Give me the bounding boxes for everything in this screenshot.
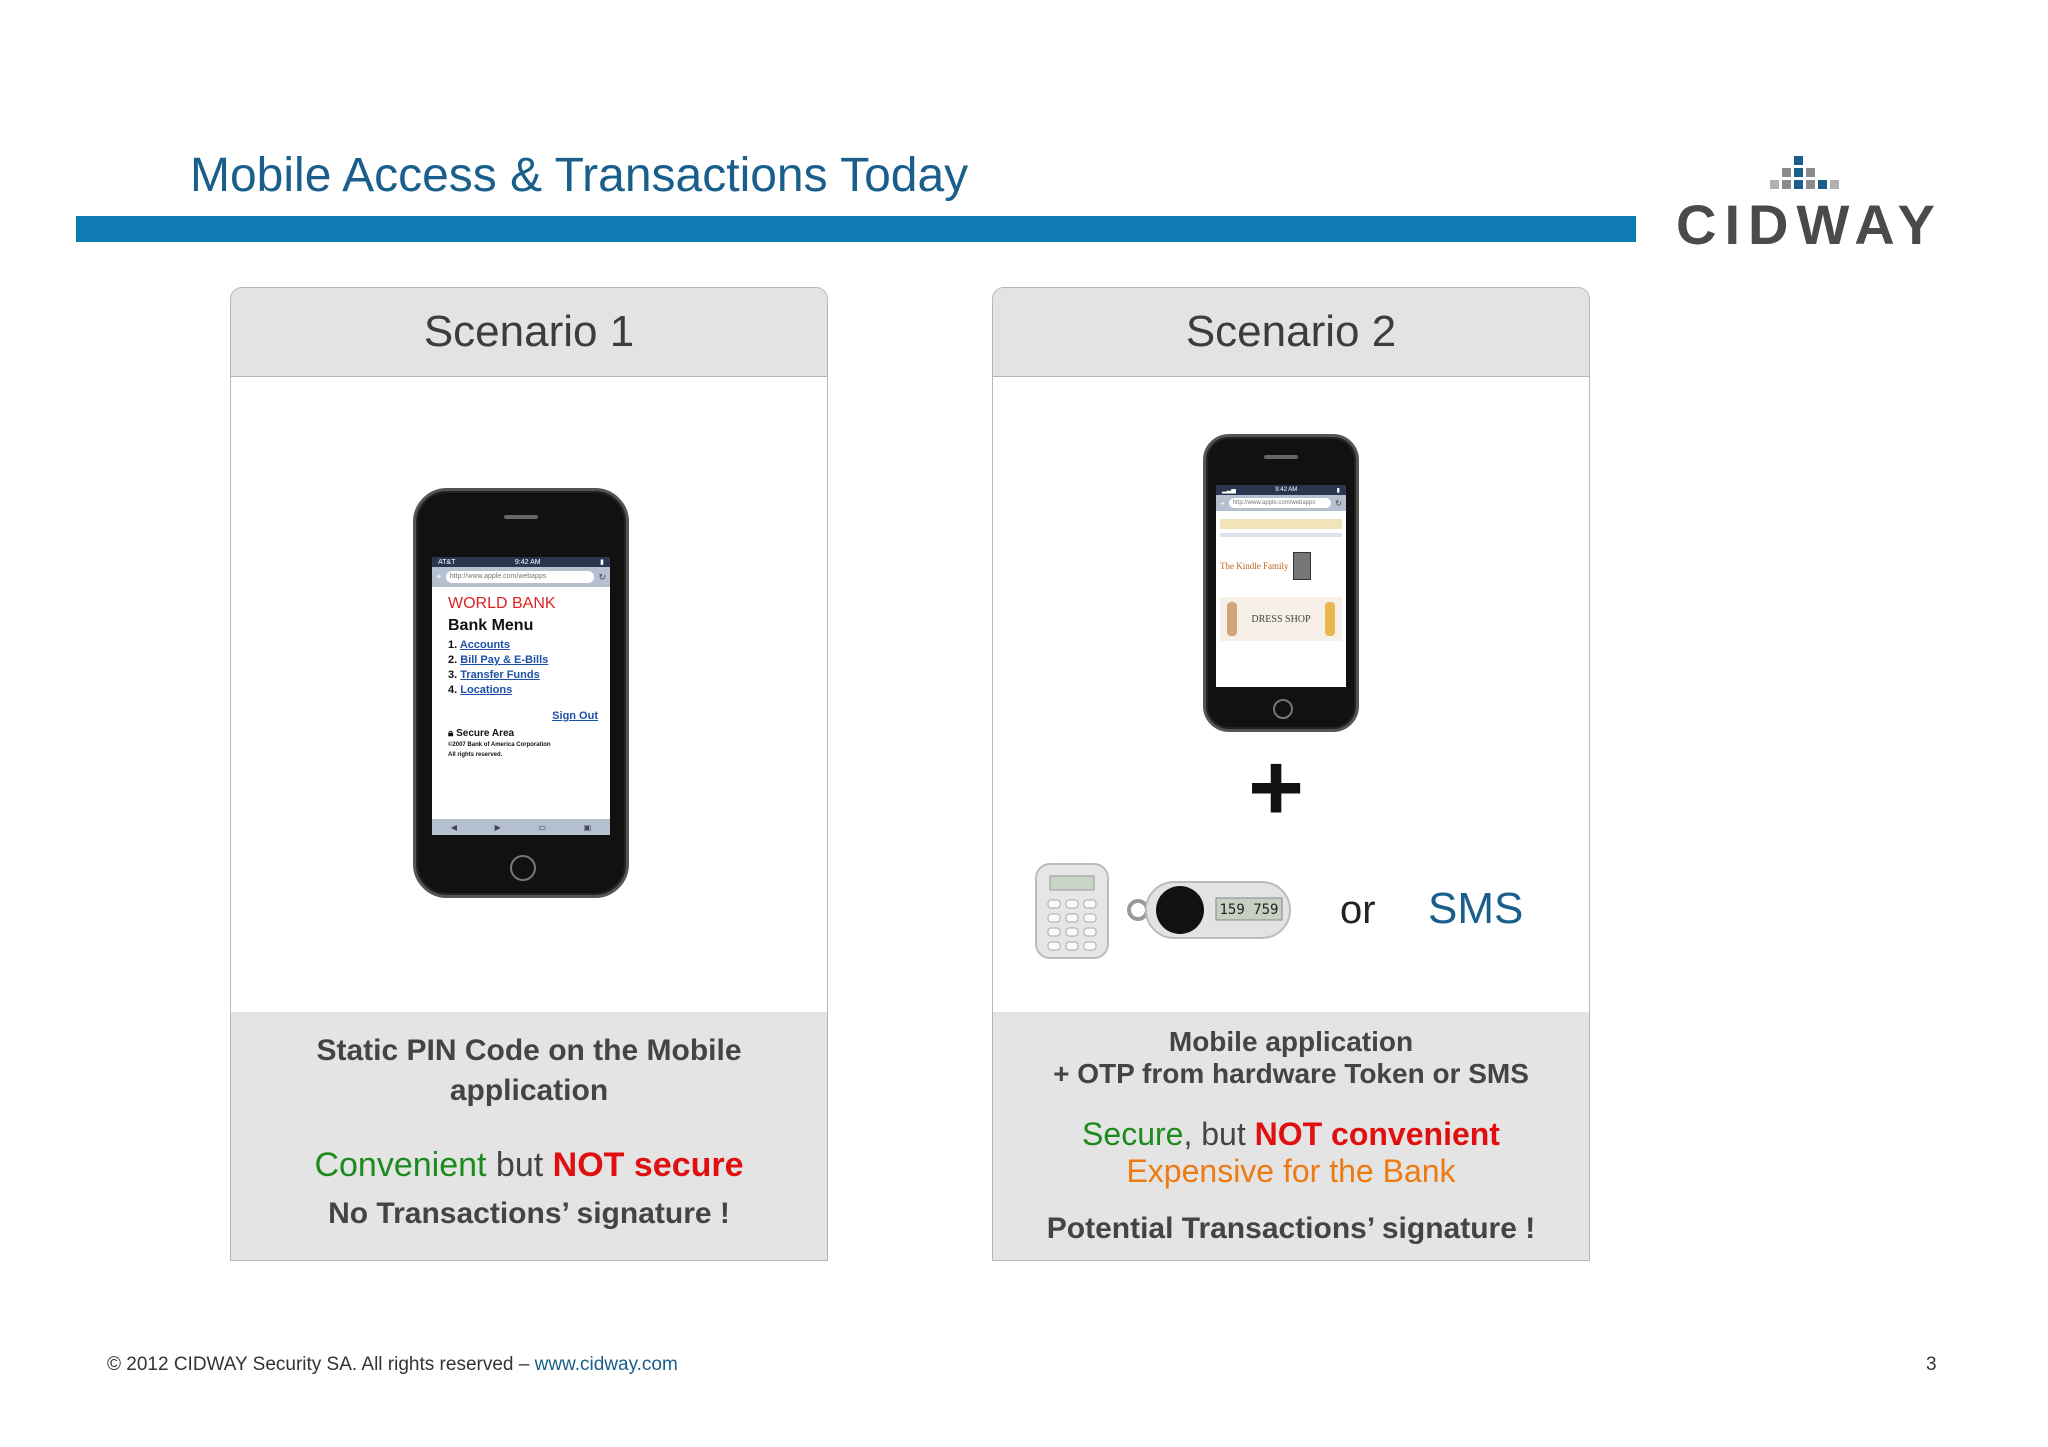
menu-link-accounts: Accounts bbox=[459, 639, 510, 651]
phone-speaker bbox=[504, 515, 538, 519]
carrier-label: AT&T bbox=[438, 558, 456, 566]
battery-icon: ▮ bbox=[1336, 487, 1340, 494]
pages-icon: ▣ bbox=[583, 822, 592, 832]
phone-shopping-image: ▂▃▅ 9:42 AM ▮ + http://www.apple.com/web… bbox=[1203, 434, 1359, 732]
phone-screen: ▂▃▅ 9:42 AM ▮ + http://www.apple.com/web… bbox=[1216, 485, 1346, 687]
kindle-promo: The Kindle Family bbox=[1220, 547, 1342, 585]
hardware-token-keyfob: 159 759 bbox=[1124, 876, 1292, 940]
browser-url-bar: + http://www.apple.com/webapps ↻ bbox=[1216, 495, 1346, 511]
status-bar: ▂▃▅ 9:42 AM ▮ bbox=[1216, 485, 1346, 495]
scenario-2-description-1: Mobile application bbox=[1168, 1026, 1414, 1057]
browser-toolbar: ◀ ▶ ▭ ▣ bbox=[432, 819, 610, 835]
slide-title: Mobile Access & Transactions Today bbox=[190, 149, 969, 202]
sms-label: SMS bbox=[1428, 884, 1524, 933]
menu-link-transfer-funds: Transfer Funds bbox=[460, 669, 540, 681]
reload-icon: ↻ bbox=[598, 571, 606, 582]
back-icon: ◀ bbox=[450, 822, 457, 832]
or-label: or bbox=[1340, 888, 1376, 932]
url-field: http://www.apple.com/webapps bbox=[1228, 498, 1332, 508]
eval-positive: Secure bbox=[1082, 1116, 1184, 1152]
scenario-2-note: Potential Transactions’ signature ! bbox=[1046, 1212, 1536, 1245]
scenario-1-summary: Static PIN Code on the Mobile applicatio… bbox=[231, 1012, 827, 1260]
status-bar: AT&T 9:42 AM ▮ bbox=[432, 557, 610, 567]
scenario-2-heading: Scenario 2 bbox=[993, 288, 1589, 377]
scenario-2-description-2: + OTP from hardware Token or SMS bbox=[1053, 1058, 1529, 1089]
scenario-1-description-1: Static PIN Code on the Mobile bbox=[316, 1034, 742, 1067]
scenario-2-summary: Mobile application + OTP from hardware T… bbox=[993, 1012, 1589, 1260]
cidway-logo: CIDWAY bbox=[1676, 150, 1936, 256]
eval-negative: NOT secure bbox=[552, 1146, 744, 1184]
model-figure-icon bbox=[1227, 602, 1238, 636]
logo-wordmark: CIDWAY bbox=[1676, 193, 1943, 256]
dress-shop-promo: DRESS SHOP bbox=[1220, 597, 1342, 641]
copyright-text: © 2012 CIDWAY Security SA. All rights re… bbox=[107, 1354, 535, 1375]
scenario-1-note: No Transactions’ signature ! bbox=[328, 1197, 730, 1230]
reload-icon: ↻ bbox=[1335, 498, 1342, 508]
hardware-token-calculator-icon bbox=[1035, 863, 1109, 959]
kindle-device-icon bbox=[1292, 552, 1311, 580]
scenario-1-description-2: application bbox=[449, 1074, 609, 1107]
scenario-2-evaluation: Secure, but NOT convenient bbox=[993, 1116, 1589, 1153]
bank-name: WORLD BANK bbox=[448, 595, 556, 612]
scenario-2-card: Scenario 2 ▂▃▅ 9:42 AM ▮ + http://www.ap… bbox=[992, 287, 1590, 1261]
clock-label: 9:42 AM bbox=[1275, 487, 1298, 493]
plus-sign: + bbox=[1248, 734, 1305, 841]
token-display: 159 759 bbox=[1219, 902, 1279, 918]
forward-icon: ▶ bbox=[494, 822, 501, 832]
kindle-label: The Kindle Family bbox=[1220, 561, 1289, 571]
bank-menu-title: Bank Menu bbox=[448, 617, 534, 634]
footer-copyright: © 2012 CIDWAY Security SA. All rights re… bbox=[107, 1354, 678, 1376]
add-icon: + bbox=[436, 571, 442, 583]
list-item: 2. Bill Pay & E-Bills bbox=[448, 654, 549, 666]
bank-menu-list: 1. Accounts 2. Bill Pay & E-Bills 3. Tra… bbox=[448, 639, 610, 696]
scenario-2-cost: Expensive for the Bank bbox=[1126, 1153, 1456, 1189]
url-field: http://www.apple.com/webapps bbox=[445, 571, 595, 583]
eval-connector: , but bbox=[1183, 1116, 1255, 1152]
menu-link-locations: Locations bbox=[460, 684, 513, 696]
eval-negative: NOT convenient bbox=[1254, 1116, 1500, 1152]
scenario-1-card: Scenario 1 AT&T 9:42 AM ▮ + http://www.a… bbox=[230, 287, 828, 1261]
lock-icon: 🔒︎ bbox=[448, 728, 454, 739]
footer-website-link[interactable]: www.cidway.com bbox=[534, 1354, 678, 1375]
add-icon: + bbox=[1220, 498, 1225, 508]
bookmarks-icon: ▭ bbox=[538, 822, 546, 832]
battery-icon: ▮ bbox=[600, 559, 604, 566]
page-number: 3 bbox=[1926, 1354, 1937, 1375]
phone-copyright-1: ©2007 Bank of America Corporation bbox=[448, 742, 551, 748]
clock-label: 9:42 AM bbox=[514, 558, 541, 566]
page-nav-strip bbox=[1220, 533, 1342, 537]
page-banner bbox=[1220, 519, 1342, 529]
home-button bbox=[1273, 699, 1293, 719]
logo-mark-icon bbox=[1770, 156, 1839, 189]
phone-screen: AT&T 9:42 AM ▮ + http://www.apple.com/we… bbox=[432, 557, 610, 835]
phone-copyright-2: All rights reserved. bbox=[448, 752, 503, 758]
sign-out-link: Sign Out bbox=[552, 710, 598, 722]
list-item: 3. Transfer Funds bbox=[448, 669, 540, 681]
home-button bbox=[510, 855, 536, 881]
secure-area-label: 🔒︎ Secure Area bbox=[448, 728, 515, 739]
keyfob-icon bbox=[1127, 881, 1291, 939]
model-figure-icon bbox=[1324, 602, 1335, 636]
menu-link-bill-pay: Bill Pay & E-Bills bbox=[460, 654, 549, 666]
list-item: 1. Accounts bbox=[448, 639, 510, 651]
eval-connector: but bbox=[486, 1146, 553, 1184]
phone-banking-image: AT&T 9:42 AM ▮ + http://www.apple.com/we… bbox=[413, 488, 629, 898]
signal-icon: ▂▃▅ bbox=[1222, 487, 1236, 494]
scenario-1-heading: Scenario 1 bbox=[231, 288, 827, 377]
scenario-1-evaluation: Convenient but NOT secure bbox=[231, 1146, 827, 1185]
list-item: 4. Locations bbox=[448, 684, 513, 696]
phone-speaker bbox=[1264, 455, 1298, 459]
eval-positive: Convenient bbox=[314, 1146, 487, 1184]
dress-shop-label: DRESS SHOP bbox=[1251, 613, 1311, 625]
browser-url-bar: + http://www.apple.com/webapps ↻ bbox=[432, 567, 610, 587]
title-underline-bar bbox=[76, 216, 1636, 242]
